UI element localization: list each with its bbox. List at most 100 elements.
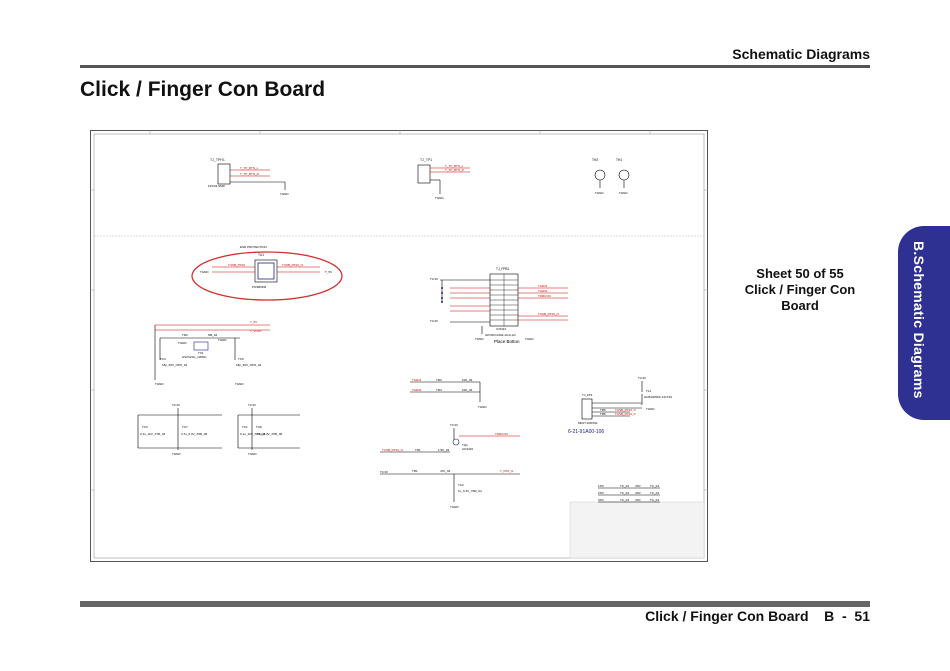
- svg-text:MDJT-1R0X01: MDJT-1R0X01: [578, 421, 598, 425]
- highlight-ellipse: [191, 251, 343, 301]
- svg-text:PUSB3FM: PUSB3FM: [252, 285, 267, 289]
- svg-text:T3.3V: T3.3V: [430, 277, 438, 281]
- svg-text:TGND: TGND: [235, 382, 244, 386]
- svg-text:TR5: TR5: [600, 412, 606, 416]
- svg-text:T3.3V: T3.3V: [638, 376, 646, 380]
- tu1-block: ESD PROTECTION TU1 TUSB_PP10 TUSB_PP10_N…: [191, 245, 343, 301]
- svg-text:TR1: TR1: [415, 448, 421, 452]
- svg-text:1.5K_04: 1.5K_04: [438, 448, 450, 452]
- section-tab-label: B.Schematic Diagrams: [911, 241, 927, 399]
- svg-text:CON24: CON24: [496, 327, 506, 331]
- svg-text:4.7u_6.3V_X5R_06: 4.7u_6.3V_X5R_06: [181, 432, 208, 436]
- svg-text:TGND: TGND: [248, 452, 257, 456]
- svg-text:TR1: TR1: [412, 469, 418, 473]
- schematic-sheet: TJ_TPH1 T_TP_BTN_L T_TP_BTN_R FPC04 SMD …: [90, 130, 708, 562]
- footer-page-number: B - 51: [824, 608, 870, 624]
- svg-text:TJ_FPB1: TJ_FPB1: [496, 267, 510, 271]
- page-title: Click / Finger Con Board: [80, 78, 326, 101]
- svg-text:TC7: TC7: [182, 425, 188, 429]
- svg-text:TLED2: TLED2: [412, 388, 422, 392]
- svg-text:47R: 47R: [635, 498, 641, 502]
- cap-banks: T3.3V TC3 0.1u_10V_X7R_04 TC7 4.7u_6.3V_…: [137, 403, 300, 456]
- svg-text:TUSB_PP10_N: TUSB_PP10_N: [382, 448, 403, 452]
- svg-text:TR5: TR5: [600, 408, 606, 412]
- svg-text:ESD PROTECTION: ESD PROTECTION: [240, 245, 267, 249]
- svg-text:TC4: TC4: [160, 357, 166, 361]
- svg-text:T_RST_N: T_RST_N: [500, 469, 513, 473]
- svg-text:10K_04: 10K_04: [462, 378, 473, 382]
- svg-text:HCB1005KF-121T20: HCB1005KF-121T20: [644, 395, 672, 399]
- sheet-caption: Sheet 50 of 55 Click / Finger Con Board: [730, 266, 870, 314]
- place-label: Place Botton: [494, 339, 520, 344]
- svg-text:TGND: TGND: [218, 338, 227, 342]
- tled-resistors: TLED1 TLED2 TR3 TR4 10K_04 10K_04 TGND: [410, 378, 487, 409]
- svg-text:TGND: TGND: [200, 270, 209, 274]
- connector-tj-fpb1: TJ_FPB1 T3.3V TLED1 TLED2 TDRCON TUSB_PP…: [430, 267, 568, 344]
- svg-text:TGND: TGND: [595, 191, 604, 195]
- svg-text:18p_50V_NPO_04: 18p_50V_NPO_04: [236, 363, 262, 367]
- page-footer: Click / Finger Con Board B - 51: [645, 608, 870, 624]
- svg-text:T3.3V: T3.3V: [248, 403, 256, 407]
- svg-text:TC_04: TC_04: [620, 491, 629, 495]
- svg-text:T3.3V: T3.3V: [172, 403, 180, 407]
- header-rule: [80, 65, 870, 68]
- svg-text:2TR: 2TR: [598, 491, 605, 495]
- svg-text:TGND: TGND: [525, 337, 534, 341]
- svg-text:TX1: TX1: [198, 351, 204, 355]
- svg-text:TC8: TC8: [256, 425, 262, 429]
- svg-text:TGND: TGND: [178, 341, 187, 345]
- resistor-array: 1TR 2TR 3TR TC_04 TC_04 TC_04 47R 47R 47…: [598, 484, 660, 503]
- svg-text:FPC04 SMD: FPC04 SMD: [208, 184, 226, 188]
- connector-tj-fp1: T3.3V TL1 HCB1005KF-121T20 TGND TJ_FP1 T…: [568, 376, 672, 435]
- svg-text:TC_04: TC_04: [620, 484, 629, 488]
- svg-text:NB_04: NB_04: [208, 333, 218, 337]
- svg-text:10K_04: 10K_04: [462, 388, 473, 392]
- svg-text:TC_04: TC_04: [620, 498, 629, 502]
- svg-text:TLED2: TLED2: [538, 289, 548, 293]
- svg-text:0.1u_10V_X7R_04: 0.1u_10V_X7R_04: [240, 432, 266, 436]
- svg-text:47R: 47R: [635, 484, 641, 488]
- connector-tj-tp1: TJ_TP1 T_TP_BTN_L T_TP_BTN_R TGND: [417, 158, 470, 200]
- svg-text:TJ_TPH1: TJ_TPH1: [210, 158, 225, 162]
- svg-text:3TR: 3TR: [598, 498, 605, 502]
- sheet-caption-line-3: Board: [781, 298, 819, 313]
- svg-text:1u_6.3V_X5R_04: 1u_6.3V_X5R_04: [458, 489, 482, 493]
- svg-text:T3.3V: T3.3V: [430, 319, 438, 323]
- svg-text:TGND: TGND: [450, 505, 459, 509]
- footer-title: Click / Finger Con Board: [645, 608, 809, 624]
- svg-text:TC_04: TC_04: [650, 498, 659, 502]
- svg-text:T_TP_BTN_R: T_TP_BTN_R: [240, 172, 260, 176]
- svg-text:T_VOUT: T_VOUT: [250, 329, 262, 333]
- footer-rule: [80, 601, 870, 607]
- svg-text:T_5V: T_5V: [250, 320, 257, 324]
- section-tab: B.Schematic Diagrams: [898, 226, 950, 420]
- svg-text:HSX321G_12MHz: HSX321G_12MHz: [182, 355, 207, 359]
- svg-text:TL1: TL1: [646, 389, 652, 393]
- svg-text:TGND: TGND: [435, 196, 444, 200]
- svg-text:TGND: TGND: [155, 382, 164, 386]
- svg-text:TDRCON: TDRCON: [538, 294, 551, 298]
- svg-text:47R: 47R: [635, 491, 641, 495]
- svg-text:GPOFD-0402-10-D-LD: GPOFD-0402-10-D-LD: [485, 333, 517, 337]
- svg-text:TC_04: TC_04: [650, 484, 659, 488]
- svg-text:TH1: TH1: [616, 158, 622, 162]
- svg-text:TC6: TC6: [238, 357, 244, 361]
- svg-text:T3.3V: T3.3V: [450, 423, 458, 427]
- svg-text:47K_04: 47K_04: [440, 469, 451, 473]
- svg-text:TGND: TGND: [619, 191, 628, 195]
- svg-text:TR2: TR2: [182, 333, 188, 337]
- tx1-block: T_5V T_VOUT TR2 NB_04 TX1 HSX321G_12MHz …: [154, 320, 270, 386]
- svg-text:TGND: TGND: [478, 405, 487, 409]
- svg-text:TUSB_PP10_N: TUSB_PP10_N: [538, 312, 559, 316]
- svg-text:TGND: TGND: [475, 337, 484, 341]
- svg-text:TGND: TGND: [646, 407, 655, 411]
- svg-text:TDRCON: TDRCON: [495, 432, 508, 436]
- svg-text:T_5V: T_5V: [325, 270, 332, 274]
- tq1-block: T3.3V TDRCON TQ1 AO3415 TUSB_PP10_N TR1 …: [380, 423, 520, 509]
- sheet-caption-line-2: Click / Finger Con: [744, 282, 856, 297]
- svg-text:T3.3V: T3.3V: [380, 470, 388, 474]
- svg-text:TUSB_PP10_N: TUSB_PP10_N: [615, 408, 636, 412]
- svg-text:AO3415: AO3415: [462, 447, 473, 451]
- svg-text:TQ1: TQ1: [462, 443, 468, 447]
- svg-text:1TR: 1TR: [598, 484, 605, 488]
